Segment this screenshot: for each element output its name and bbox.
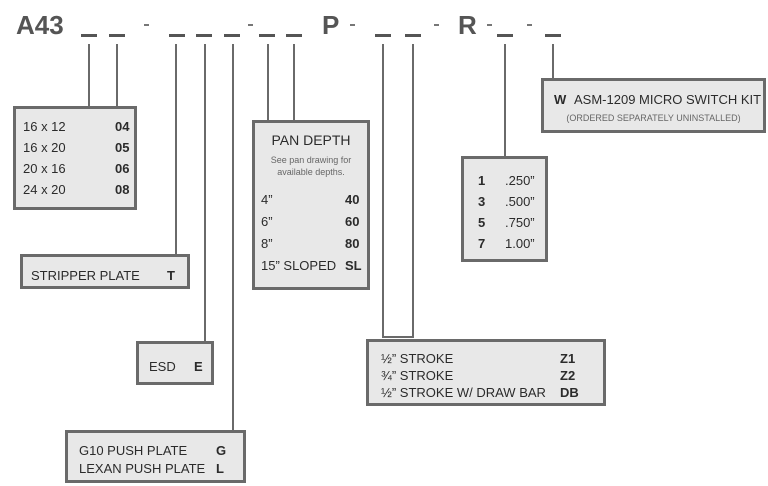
leader-line	[552, 44, 554, 78]
switch-kit-label: ASM-1209 MICRO SWITCH KIT	[574, 92, 762, 107]
esd-label: ESD	[149, 359, 176, 374]
slot-r-option	[497, 34, 513, 37]
push-plate-code: L	[216, 461, 224, 476]
slot-push-plate	[224, 34, 240, 37]
slot-pan-depth-1	[259, 34, 275, 37]
leader-line	[412, 44, 414, 336]
esd-box: ESD E	[136, 341, 214, 385]
pan-depth-label: 6”	[261, 214, 273, 229]
pan-depth-box: PAN DEPTH See pan drawing for available …	[252, 120, 370, 290]
separator-dash	[487, 24, 492, 26]
pan-depth-note-line1: See pan drawing for	[270, 155, 352, 165]
slot-stroke-2	[405, 34, 421, 37]
part-letter-p: P	[322, 10, 340, 40]
switch-kit-box: W ASM-1209 MICRO SWITCH KIT (ORDERED SEP…	[541, 78, 766, 133]
r-option-code: 3	[478, 194, 486, 209]
pan-depth-note-line2: available depths.	[277, 167, 345, 177]
stripper-code: T	[167, 268, 175, 283]
r-option-code: 7	[478, 236, 486, 251]
switch-kit-note: (ORDERED SEPARATELY UNINSTALLED)	[566, 113, 741, 123]
pan-depth-code: 40	[345, 192, 360, 207]
r-option-label: .500”	[505, 194, 535, 209]
stroke-code: DB	[560, 385, 579, 400]
size-code: 05	[115, 140, 130, 155]
leader-line	[175, 44, 177, 254]
leader-line	[204, 44, 206, 341]
size-options-box: 16 x 12 04 16 x 20 05 20 x 16 06 24 x 20…	[13, 106, 137, 210]
size-code: 04	[115, 119, 130, 134]
leader-line	[382, 44, 384, 336]
push-plate-label: G10 PUSH PLATE	[79, 443, 188, 458]
separator-dash	[527, 24, 532, 26]
leader-line	[116, 44, 118, 106]
stroke-code: Z1	[560, 351, 576, 366]
part-prefix: A43	[16, 10, 64, 40]
push-plate-box: G10 PUSH PLATE G LEXAN PUSH PLATE L	[65, 430, 246, 483]
switch-kit-code: W	[554, 92, 567, 107]
esd-code: E	[194, 359, 203, 374]
pan-depth-code: 80	[345, 236, 360, 251]
size-label: 24 x 20	[23, 182, 66, 197]
pan-depth-label: 15” SLOPED	[261, 258, 337, 273]
slot-stripper	[169, 34, 185, 37]
r-option-label: .250”	[505, 173, 535, 188]
stroke-label: ½” STROKE	[381, 351, 454, 366]
leader-line	[293, 44, 295, 120]
size-code: 06	[115, 161, 130, 176]
stroke-label: ¾” STROKE	[381, 368, 454, 383]
part-letter-r: R	[458, 10, 477, 40]
r-option-box: 1 .250” 3 .500” 5 .750” 7 1.00”	[461, 156, 548, 262]
slot-stroke-1	[375, 34, 391, 37]
stroke-label: ½” STROKE W/ DRAW BAR	[381, 385, 546, 400]
slot-size-1	[81, 34, 97, 37]
r-option-label: 1.00”	[505, 236, 535, 251]
slot-switch-kit	[545, 34, 561, 37]
leader-line	[88, 44, 90, 106]
leader-line	[504, 44, 506, 156]
r-option-label: .750”	[505, 215, 535, 230]
pan-depth-code: SL	[345, 258, 362, 273]
leader-line	[267, 44, 269, 120]
push-plate-code: G	[216, 443, 227, 458]
stripper-plate-box: STRIPPER PLATE T	[20, 254, 190, 289]
pan-depth-code: 60	[345, 214, 360, 229]
pan-depth-title: PAN DEPTH	[271, 132, 351, 148]
separator-dash	[248, 24, 253, 26]
r-option-code: 5	[478, 215, 486, 230]
leader-line	[382, 336, 414, 338]
separator-dash	[434, 24, 439, 26]
slot-size-2	[109, 34, 125, 37]
r-option-code: 1	[478, 173, 486, 188]
size-label: 20 x 16	[23, 161, 66, 176]
pan-depth-label: 8”	[261, 236, 273, 251]
stripper-label: STRIPPER PLATE	[31, 268, 140, 283]
slot-pan-depth-2	[286, 34, 302, 37]
size-label: 16 x 20	[23, 140, 66, 155]
separator-dash	[350, 24, 355, 26]
size-code: 08	[115, 182, 130, 197]
leader-line	[232, 44, 234, 430]
size-label: 16 x 12	[23, 119, 66, 134]
separator-dash	[144, 24, 149, 26]
push-plate-label: LEXAN PUSH PLATE	[79, 461, 206, 476]
pan-depth-label: 4”	[261, 192, 273, 207]
slot-esd	[196, 34, 212, 37]
stroke-box: ½” STROKE Z1 ¾” STROKE Z2 ½” STROKE W/ D…	[366, 339, 606, 406]
stroke-code: Z2	[560, 368, 576, 383]
